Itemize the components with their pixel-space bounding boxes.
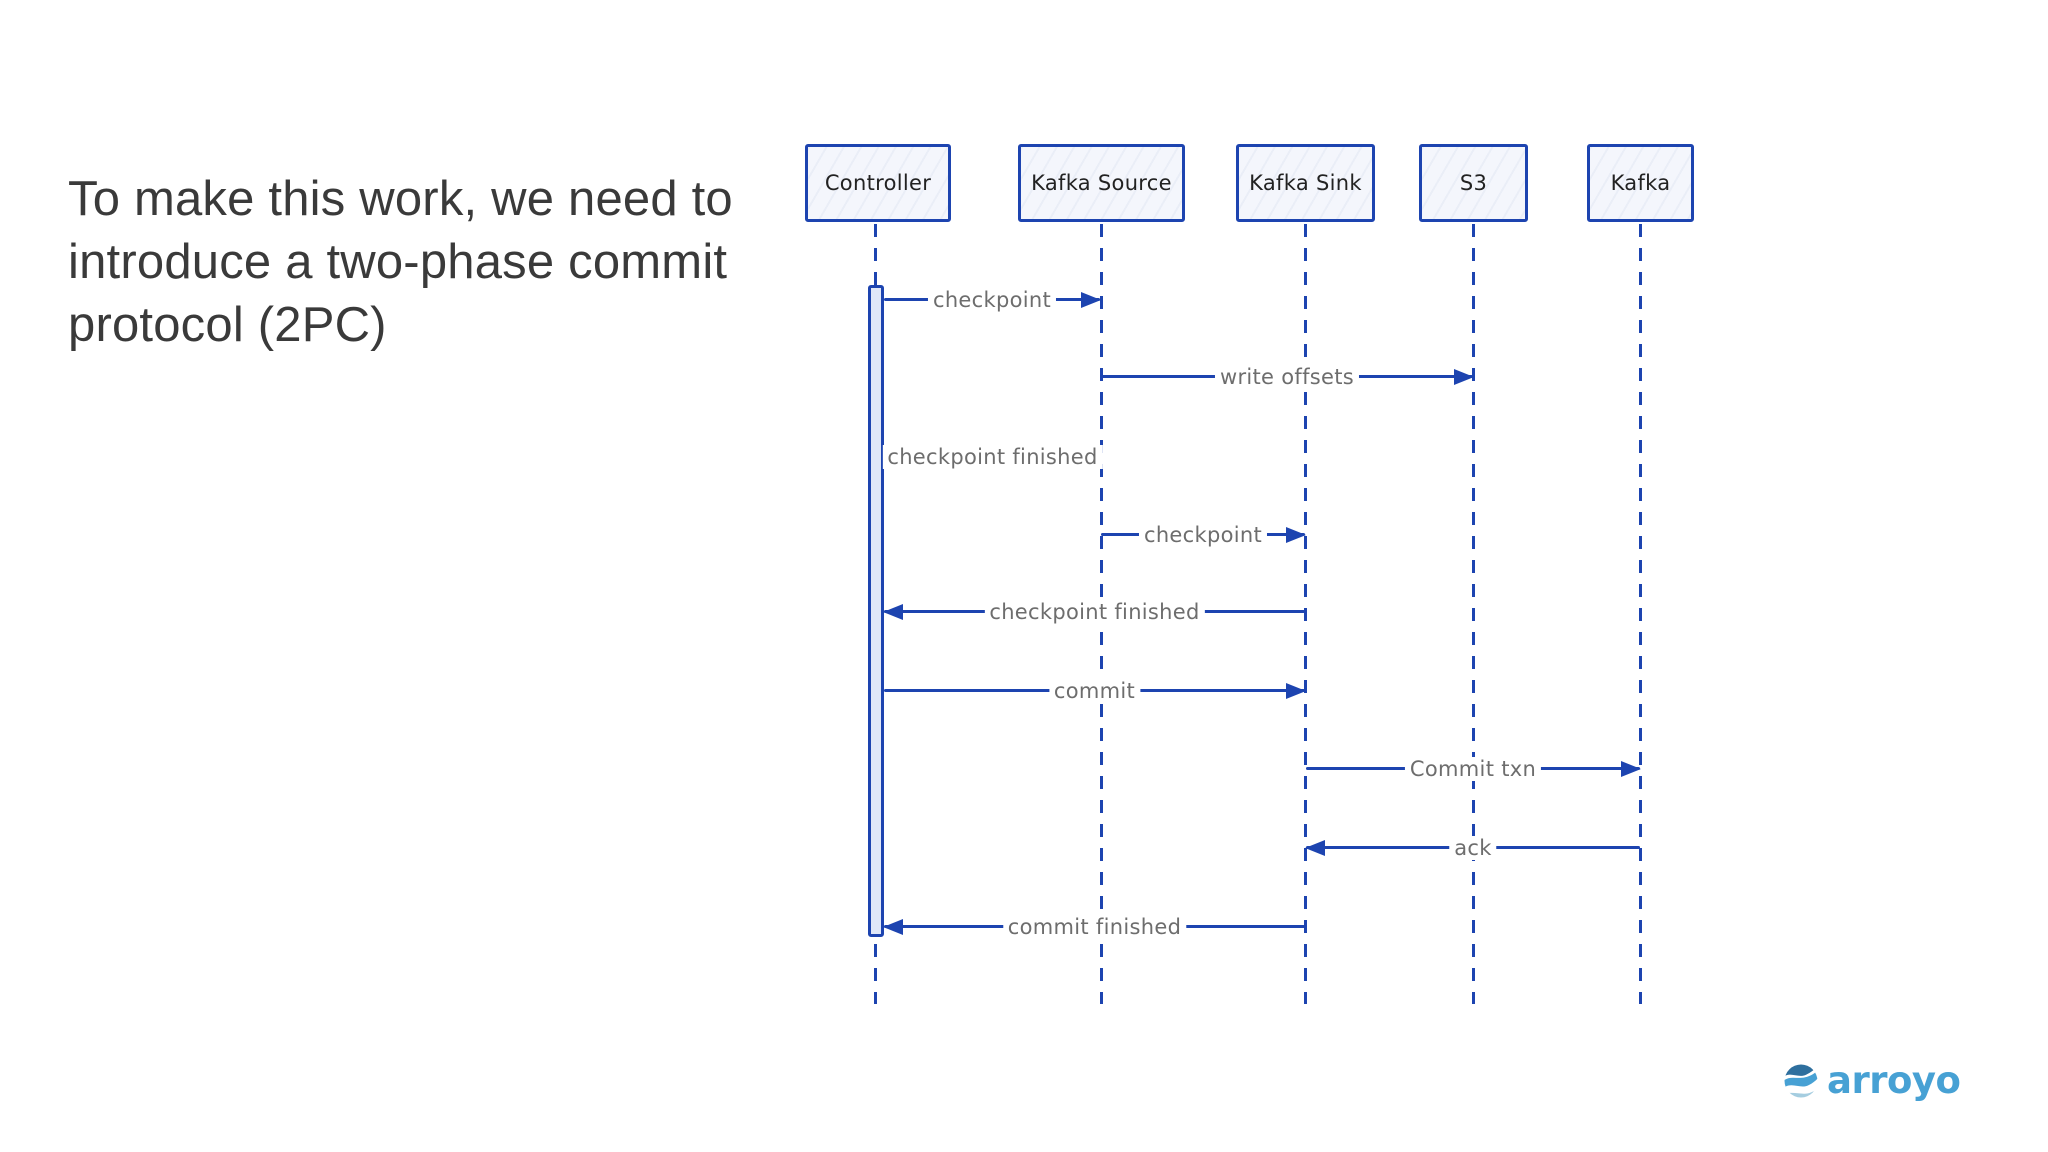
arroyo-logo: arroyo <box>1784 1059 1961 1102</box>
message-label: checkpoint <box>927 287 1057 312</box>
message-label: commit <box>1048 678 1141 703</box>
arrowhead-left-icon <box>1305 839 1325 856</box>
actor-label: Controller <box>824 171 932 195</box>
arrowhead-right-icon <box>1621 760 1641 777</box>
slide-title: To make this work, we need to introduce … <box>68 172 733 352</box>
message-label: ack <box>1449 835 1497 860</box>
message-checkpoint-finished-source: checkpoint finished <box>882 444 1103 469</box>
message-ack: ack <box>1305 835 1640 860</box>
arrowhead-right-icon <box>1081 291 1101 308</box>
actor-box-kafka-source: Kafka Source <box>1018 144 1185 222</box>
actor-label: Kafka <box>1610 171 1671 195</box>
arrowhead-right-icon <box>1454 368 1474 385</box>
message-label: checkpoint finished <box>984 599 1205 624</box>
actor-label: Kafka Source <box>1031 171 1172 195</box>
message-checkpoint-to-source: checkpoint <box>884 287 1101 312</box>
actor-box-controller: Controller <box>805 144 951 222</box>
message-commit-txn: Commit txn <box>1306 756 1641 781</box>
message-commit: commit <box>884 678 1306 703</box>
lifeline-s3 <box>1472 224 1475 1004</box>
actor-box-kafka-sink: Kafka Sink <box>1236 144 1375 222</box>
activation-bar-controller <box>868 285 884 937</box>
message-write-offsets: write offsets <box>1101 364 1474 389</box>
arrowhead-left-icon <box>883 918 903 935</box>
message-checkpoint-finished-sink: checkpoint finished <box>883 599 1305 624</box>
message-checkpoint-to-sink: checkpoint <box>1101 522 1306 547</box>
arrowhead-right-icon <box>1286 682 1306 699</box>
message-label: checkpoint <box>1138 522 1268 547</box>
arrowhead-left-icon <box>883 603 903 620</box>
message-commit-finished: commit finished <box>883 914 1305 939</box>
actor-label: S3 <box>1459 171 1488 195</box>
arrowhead-right-icon <box>1286 526 1306 543</box>
lifeline-kafka <box>1639 224 1642 1004</box>
lifeline-kafka-sink <box>1304 224 1307 1004</box>
actor-box-kafka: Kafka <box>1587 144 1694 222</box>
wave-circle-icon <box>1784 1064 1818 1097</box>
message-label: write offsets <box>1214 364 1360 389</box>
message-label: Commit txn <box>1404 756 1542 781</box>
actor-box-s3: S3 <box>1419 144 1528 222</box>
actor-label: Kafka Sink <box>1249 171 1362 195</box>
arroyo-logo-text: arroyo <box>1827 1059 1961 1102</box>
message-label: commit finished <box>1002 914 1187 939</box>
message-label: checkpoint finished <box>882 444 1103 469</box>
